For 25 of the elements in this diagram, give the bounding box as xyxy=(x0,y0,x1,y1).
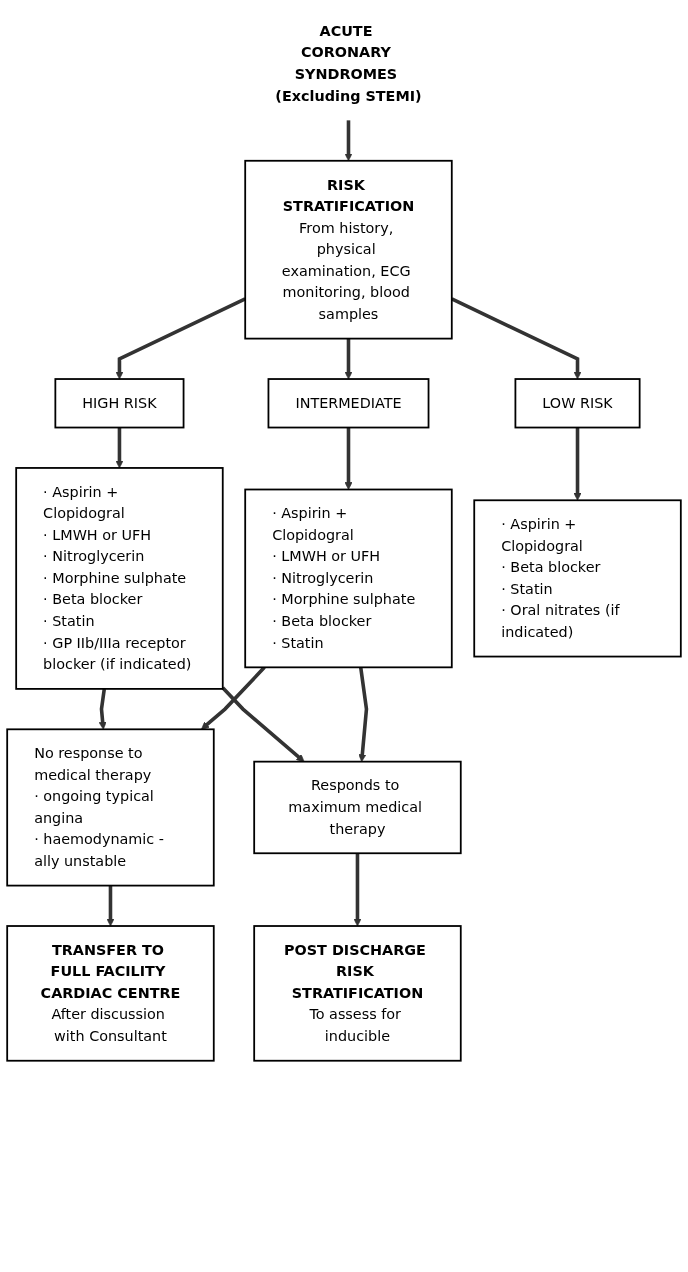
arrow xyxy=(221,686,305,762)
arrow xyxy=(106,885,115,927)
node-box: · Aspirin + Clopidogral · LMWH or UFH · Nitroglycerin · Morphine sulphate · Beta blocker · Statin xyxy=(244,488,453,669)
arrow xyxy=(344,120,353,162)
arrow xyxy=(201,666,266,730)
node-box: RISK STRATIFICATION From history, physical examination, ECG monitoring, blood samples xyxy=(244,159,453,340)
node-box: INTERMEDIATE xyxy=(267,378,430,429)
node-box: No response to medical therapy · ongoing typical angina · haemodynamic -ally unstable xyxy=(6,728,215,887)
arrow xyxy=(358,667,369,762)
arrow xyxy=(573,427,582,501)
arrow xyxy=(98,688,107,730)
node-box: LOW RISK xyxy=(514,378,641,429)
arrow xyxy=(115,427,124,469)
node-text: ACUTE CORONARY SYNDROMES (Excluding STEMI) xyxy=(275,22,422,105)
arrow xyxy=(353,853,362,927)
arrow xyxy=(344,427,353,490)
arrow xyxy=(451,297,582,380)
node-box: · Aspirin + Clopidogral · LMWH or UFH · Nitroglycerin · Morphine sulphate · Beta blocker · Statin · GP IIb/IIIa receptor blocker (if indicated) xyxy=(15,467,224,690)
arrow xyxy=(344,338,353,380)
node-box: TRANSFER TO FULL FACILITY CARDIAC CENTRE After discussion with Consultant xyxy=(6,925,215,1062)
arrow xyxy=(115,297,246,380)
node-box: HIGH RISK xyxy=(54,378,185,429)
node-box: · Aspirin + Clopidogral · Beta blocker · Statin · Oral nitrates (if indicated) xyxy=(473,499,682,658)
node-box: Responds to maximum medical therapy xyxy=(253,760,462,855)
node-box: POST DISCHARGE RISK STRATIFICATION To assess for inducible xyxy=(253,925,462,1062)
